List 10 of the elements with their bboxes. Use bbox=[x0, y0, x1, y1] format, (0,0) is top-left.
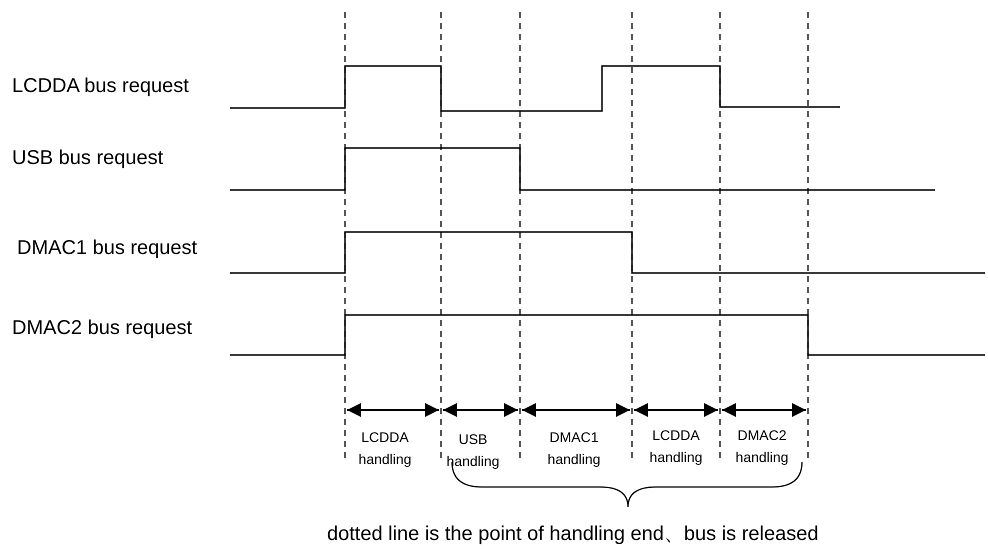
signal-name: DMAC1 bus request bbox=[17, 237, 198, 260]
phase-label: LCDDA handling bbox=[358, 428, 412, 469]
signal-name: DMAC2 bus request bbox=[12, 317, 192, 340]
note-text: dotted line is the point of handling end、bus is released bbox=[327, 522, 818, 547]
phase-label: USB handling bbox=[446, 430, 500, 471]
signal-name: USB bus request bbox=[12, 147, 164, 170]
signal-name: LCDDA bus request bbox=[12, 75, 189, 98]
phase-label: LCDDA handling bbox=[648, 426, 704, 467]
phase-label: DMAC1 handling bbox=[546, 428, 602, 469]
phase-label: DMAC2 handling bbox=[734, 426, 790, 467]
